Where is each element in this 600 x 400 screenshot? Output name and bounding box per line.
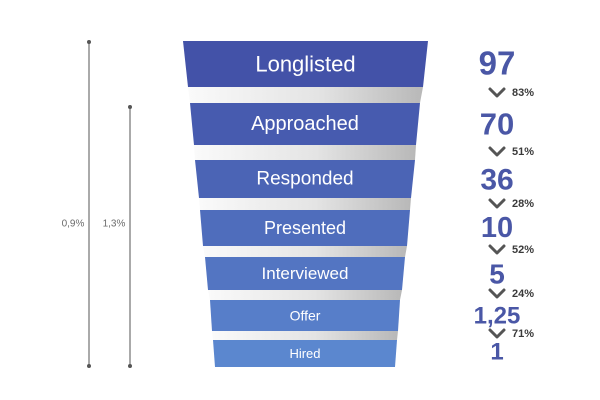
stage-count: 5 — [489, 259, 505, 290]
funnel-stage-label: Approached — [251, 113, 359, 135]
funnel-stage-label: Longlisted — [255, 52, 355, 77]
conversion-rate: 83% — [512, 87, 534, 99]
funnel-ribbon — [212, 331, 398, 340]
funnel-stages: LonglistedApproachedRespondedPresentedIn… — [183, 41, 428, 367]
funnel-ribbon — [188, 87, 423, 103]
funnel-stage-bar — [205, 257, 405, 290]
funnel-stage-label: Responded — [256, 169, 353, 190]
stage-count: 1,25 — [474, 303, 521, 330]
funnel-stage-bar — [195, 160, 415, 198]
funnel-stage-bar — [210, 300, 400, 331]
chevron-down-icon — [488, 288, 506, 299]
chevron-down-icon — [488, 198, 506, 209]
funnel-stage-label: Offer — [290, 308, 321, 324]
conversion-rate: 24% — [512, 288, 534, 300]
funnel-stage-label: Presented — [264, 218, 346, 238]
funnel-ribbons — [188, 87, 423, 340]
chevron-down-icon — [488, 146, 506, 157]
funnel-stage-bar — [190, 103, 420, 145]
bracket-label: 1,3% — [103, 219, 126, 230]
funnel-stage-bar — [183, 41, 428, 87]
bracket-endpoint — [87, 40, 91, 44]
stage-count: 97 — [479, 45, 516, 82]
funnel-stage-label: Hired — [289, 346, 320, 361]
funnel-stage-bar — [200, 210, 410, 246]
funnel-stage-bar — [213, 340, 397, 367]
bracket-endpoint — [128, 364, 132, 368]
stage-count: 70 — [480, 107, 514, 142]
funnel-ribbon — [199, 198, 411, 210]
chevron-down-icon — [488, 244, 506, 255]
bracket-endpoint — [87, 364, 91, 368]
conversion-rate: 71% — [512, 328, 534, 340]
funnel-ribbon — [203, 246, 407, 257]
conversion-rates: 83% 51% 28% 52% 24% 71% — [488, 87, 534, 340]
stage-count: 1 — [490, 339, 503, 366]
funnel-ribbon — [194, 145, 416, 160]
chevron-down-icon — [488, 87, 506, 98]
funnel-stage-label: Interviewed — [262, 264, 349, 283]
side-brackets: 0,9% 1,3% — [62, 40, 132, 368]
conversion-rate: 52% — [512, 244, 534, 256]
chevron-down-icon — [488, 328, 506, 339]
bracket-label: 0,9% — [62, 219, 85, 230]
stage-counts: 97 70 36 10 5 1,25 1 — [474, 45, 521, 366]
stage-count: 10 — [481, 212, 513, 244]
conversion-rate: 28% — [512, 198, 534, 210]
conversion-rate: 51% — [512, 146, 534, 158]
funnel-ribbon — [208, 290, 402, 300]
bracket-endpoint — [128, 105, 132, 109]
stage-count: 36 — [480, 164, 513, 197]
